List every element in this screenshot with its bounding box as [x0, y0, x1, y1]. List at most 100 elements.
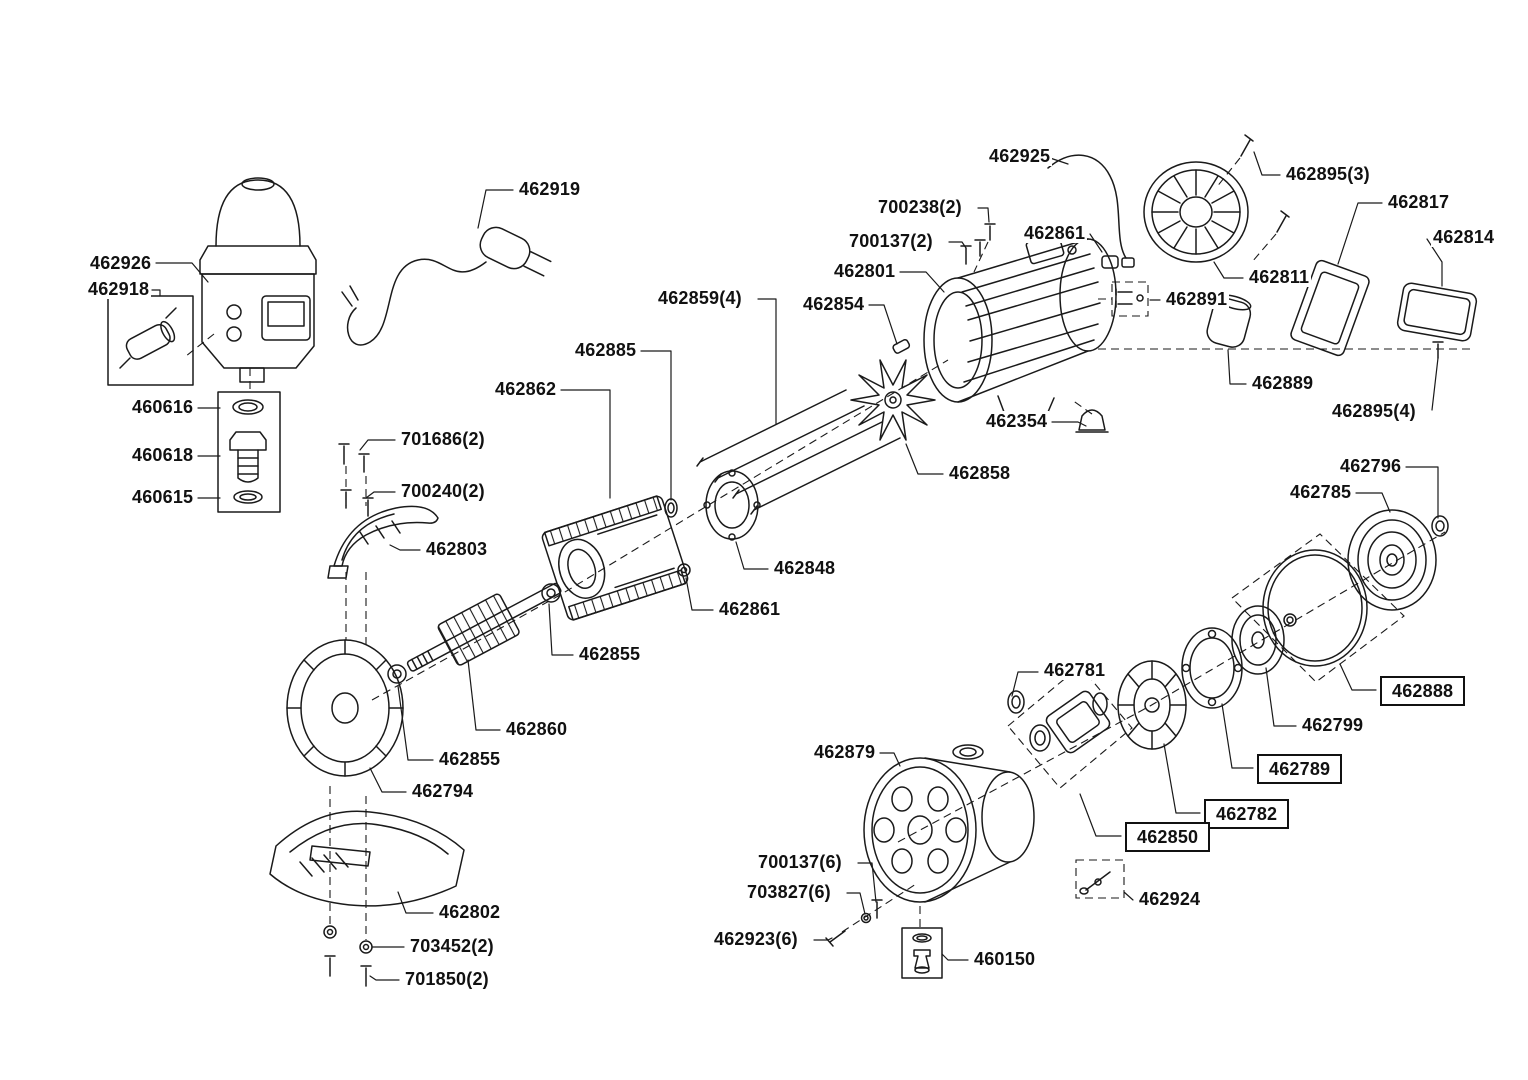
part-label-462785: 462785: [1288, 482, 1354, 502]
leader-line-462858: [905, 443, 944, 475]
part-label-462855: 462855: [577, 644, 643, 664]
leader-line-462861: [1089, 233, 1103, 253]
part-label-462879: 462879: [812, 742, 878, 762]
leader-line-700137-6-: [857, 862, 877, 903]
diaphragm-drawing: [1347, 509, 1449, 611]
leader-line-462895-3-: [1253, 151, 1281, 176]
leader-line-462848: [735, 541, 769, 570]
leader-line-700240-2-: [365, 491, 396, 499]
leader-line-462859-4-: [757, 298, 777, 425]
hardware-kit-drawing: [1115, 288, 1144, 308]
stator-drawing: [541, 495, 689, 621]
part-label-462848: 462848: [772, 558, 838, 578]
leader-line-462888: [1339, 663, 1377, 691]
leader-line-462895-4-: [1431, 357, 1439, 411]
leader-line-462796: [1405, 466, 1439, 519]
leader-lines: [151, 151, 1443, 981]
ejector-assembly-drawing: [1007, 690, 1111, 754]
part-label-703452-2-: 703452(2): [408, 936, 496, 956]
fitting-stack-drawing: [217, 391, 281, 513]
part-label-462862: 462862: [493, 379, 559, 399]
leader-line-462817: [1337, 202, 1383, 265]
part-label-462924: 462924: [1137, 889, 1203, 909]
leader-line-700238-2-: [977, 207, 990, 223]
part-label-462854: 462854: [801, 294, 867, 314]
part-label-462801: 462801: [832, 261, 898, 281]
leader-line-462861: [685, 577, 714, 611]
leader-line-462862: [560, 389, 611, 499]
leader-line-462782: [1163, 743, 1201, 814]
part-label-462855: 462855: [437, 749, 503, 769]
part-label-462895-4-: 462895(4): [1330, 401, 1418, 421]
part-label-460150: 460150: [972, 949, 1038, 969]
leader-line-462925: [1049, 157, 1069, 165]
leader-line-462785: [1355, 492, 1391, 513]
part-label-700137-6-: 700137(6): [756, 852, 844, 872]
part-label-462850: 462850: [1125, 822, 1211, 852]
part-label-462895-3-: 462895(3): [1284, 164, 1372, 184]
leader-line-462923-6-: [813, 937, 833, 941]
part-label-462888: 462888: [1380, 676, 1466, 706]
part-label-462923-6-: 462923(6): [712, 929, 800, 949]
leader-line-462918: [151, 289, 161, 297]
part-label-462885: 462885: [573, 340, 639, 360]
handle-drawing: [327, 505, 439, 579]
part-label-703827-6-: 703827(6): [745, 882, 833, 902]
leader-line-462803: [389, 544, 421, 551]
cover-plates-drawing: [1290, 259, 1478, 357]
leader-line-462885: [640, 350, 672, 501]
fasteners-bottom-drawing: [323, 899, 883, 987]
diffuser-drawing: [1117, 660, 1187, 750]
part-label-701850-2-: 701850(2): [403, 969, 491, 989]
leader-line-462879: [879, 752, 901, 767]
leader-line-462919: [477, 189, 514, 229]
large-oring-drawing: [1262, 549, 1368, 667]
part-label-460615: 460615: [130, 487, 196, 507]
leader-line-701686-2-: [359, 439, 396, 451]
tank-base-drawing: [269, 810, 465, 907]
part-label-462781: 462781: [1042, 660, 1108, 680]
part-label-462817: 462817: [1386, 192, 1452, 212]
part-label-462811: 462811: [1247, 267, 1312, 287]
part-label-460616: 460616: [130, 397, 196, 417]
part-label-700137-2-: 700137(2): [847, 231, 935, 251]
leader-line-462855: [548, 603, 574, 656]
fan-wheel-drawing: [850, 339, 936, 441]
part-label-460618: 460618: [130, 445, 196, 465]
part-label-462919: 462919: [517, 179, 583, 199]
part-label-462794: 462794: [410, 781, 476, 801]
tie-bolts-drawing: [696, 389, 901, 515]
leader-line-462802: [397, 891, 434, 914]
part-label-462803: 462803: [424, 539, 490, 559]
leader-line-703827-6-: [846, 892, 866, 915]
leader-line-700137-2-: [948, 241, 967, 249]
bearing-plate-drawing: [703, 469, 761, 541]
part-label-462789: 462789: [1257, 754, 1343, 784]
part-label-700238-2-: 700238(2): [876, 197, 964, 217]
part-label-700240-2-: 700240(2): [399, 481, 487, 501]
leader-line-701850-2-: [369, 975, 400, 981]
pressure-control-unit-drawing: [199, 177, 317, 383]
screw-set-drawing: [1079, 871, 1111, 895]
leader-line-462926: [155, 262, 209, 283]
fasteners-top-drawing: [338, 134, 1444, 517]
part-label-462925: 462925: [987, 146, 1053, 166]
part-label-462926: 462926: [88, 253, 154, 273]
part-label-462799: 462799: [1300, 715, 1366, 735]
leader-line-462789: [1221, 703, 1254, 769]
impeller-drawing: [1231, 605, 1297, 675]
part-label-462889: 462889: [1250, 373, 1316, 393]
drain-plug-drawing: [901, 927, 943, 979]
leader-line-462799: [1265, 667, 1297, 727]
pump-flange-drawing: [286, 639, 404, 777]
rubber-foot-drawing: [1075, 409, 1109, 433]
shim-ring-drawing: [664, 498, 691, 577]
leader-line-462924: [1123, 891, 1134, 901]
fan-cover-drawing: [1143, 161, 1249, 263]
part-label-462796: 462796: [1338, 456, 1404, 476]
part-label-701686-2-: 701686(2): [399, 429, 487, 449]
leader-line-462855: [397, 685, 434, 761]
pump-body-drawing: [863, 744, 1035, 903]
part-label-462860: 462860: [504, 719, 570, 739]
